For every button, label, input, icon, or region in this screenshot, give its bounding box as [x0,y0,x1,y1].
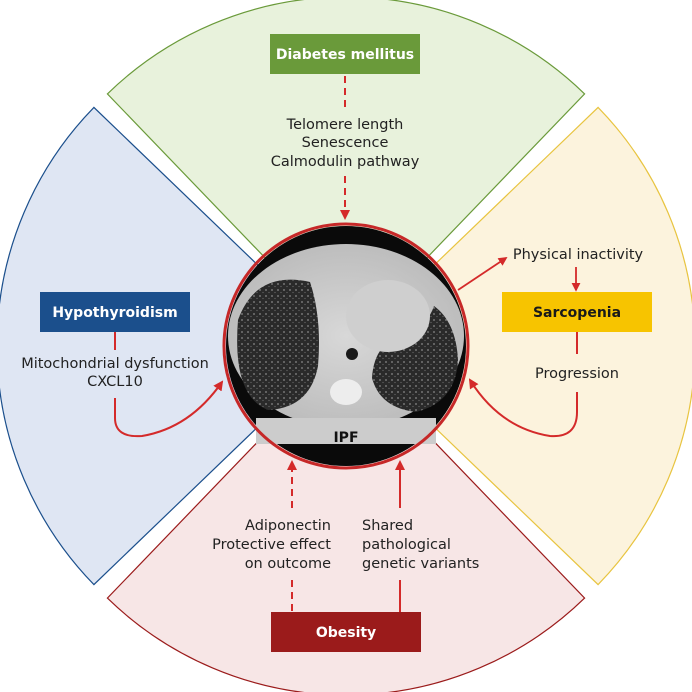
obesity-right-line-1: Shared [362,518,413,534]
obesity-title: Obesity [316,625,376,641]
hypothyroidism-title: Hypothyroidism [52,305,177,321]
obesity-left-line-2: Protective effect [212,537,331,553]
physical-inactivity-arrow [457,257,508,291]
sarcopenia-arrow [468,378,578,438]
diabetes-box [270,34,420,74]
obesity-left-line-1: Adiponectin [245,518,331,534]
hypothyroidism-arrow [114,380,224,438]
diabetes-title: Diabetes mellitus [276,47,414,63]
sarcopenia-box [502,292,652,332]
obesity-box [271,612,421,652]
sarcopenia-title: Sarcopenia [533,305,621,321]
obesity-left-line-3: on outcome [245,556,331,572]
hypothyroidism-line-1: Mitochondrial dysfunction [21,356,209,372]
obesity-right-line-3: genetic variants [362,556,479,572]
physical-inactivity-label: Physical inactivity [513,247,644,263]
hypothyroidism-box [40,292,190,332]
hypothyroidism-line-2: CXCL10 [87,374,143,390]
diabetes-line-3: Calmodulin pathway [271,154,420,170]
ipf-label: IPF [333,430,358,446]
diabetes-line-1: Telomere length [286,117,404,133]
progression-label: Progression [535,366,619,382]
diabetes-line-2: Senescence [302,135,389,151]
obesity-right-line-2: pathological [362,537,451,553]
ct-scan-image [222,222,470,470]
